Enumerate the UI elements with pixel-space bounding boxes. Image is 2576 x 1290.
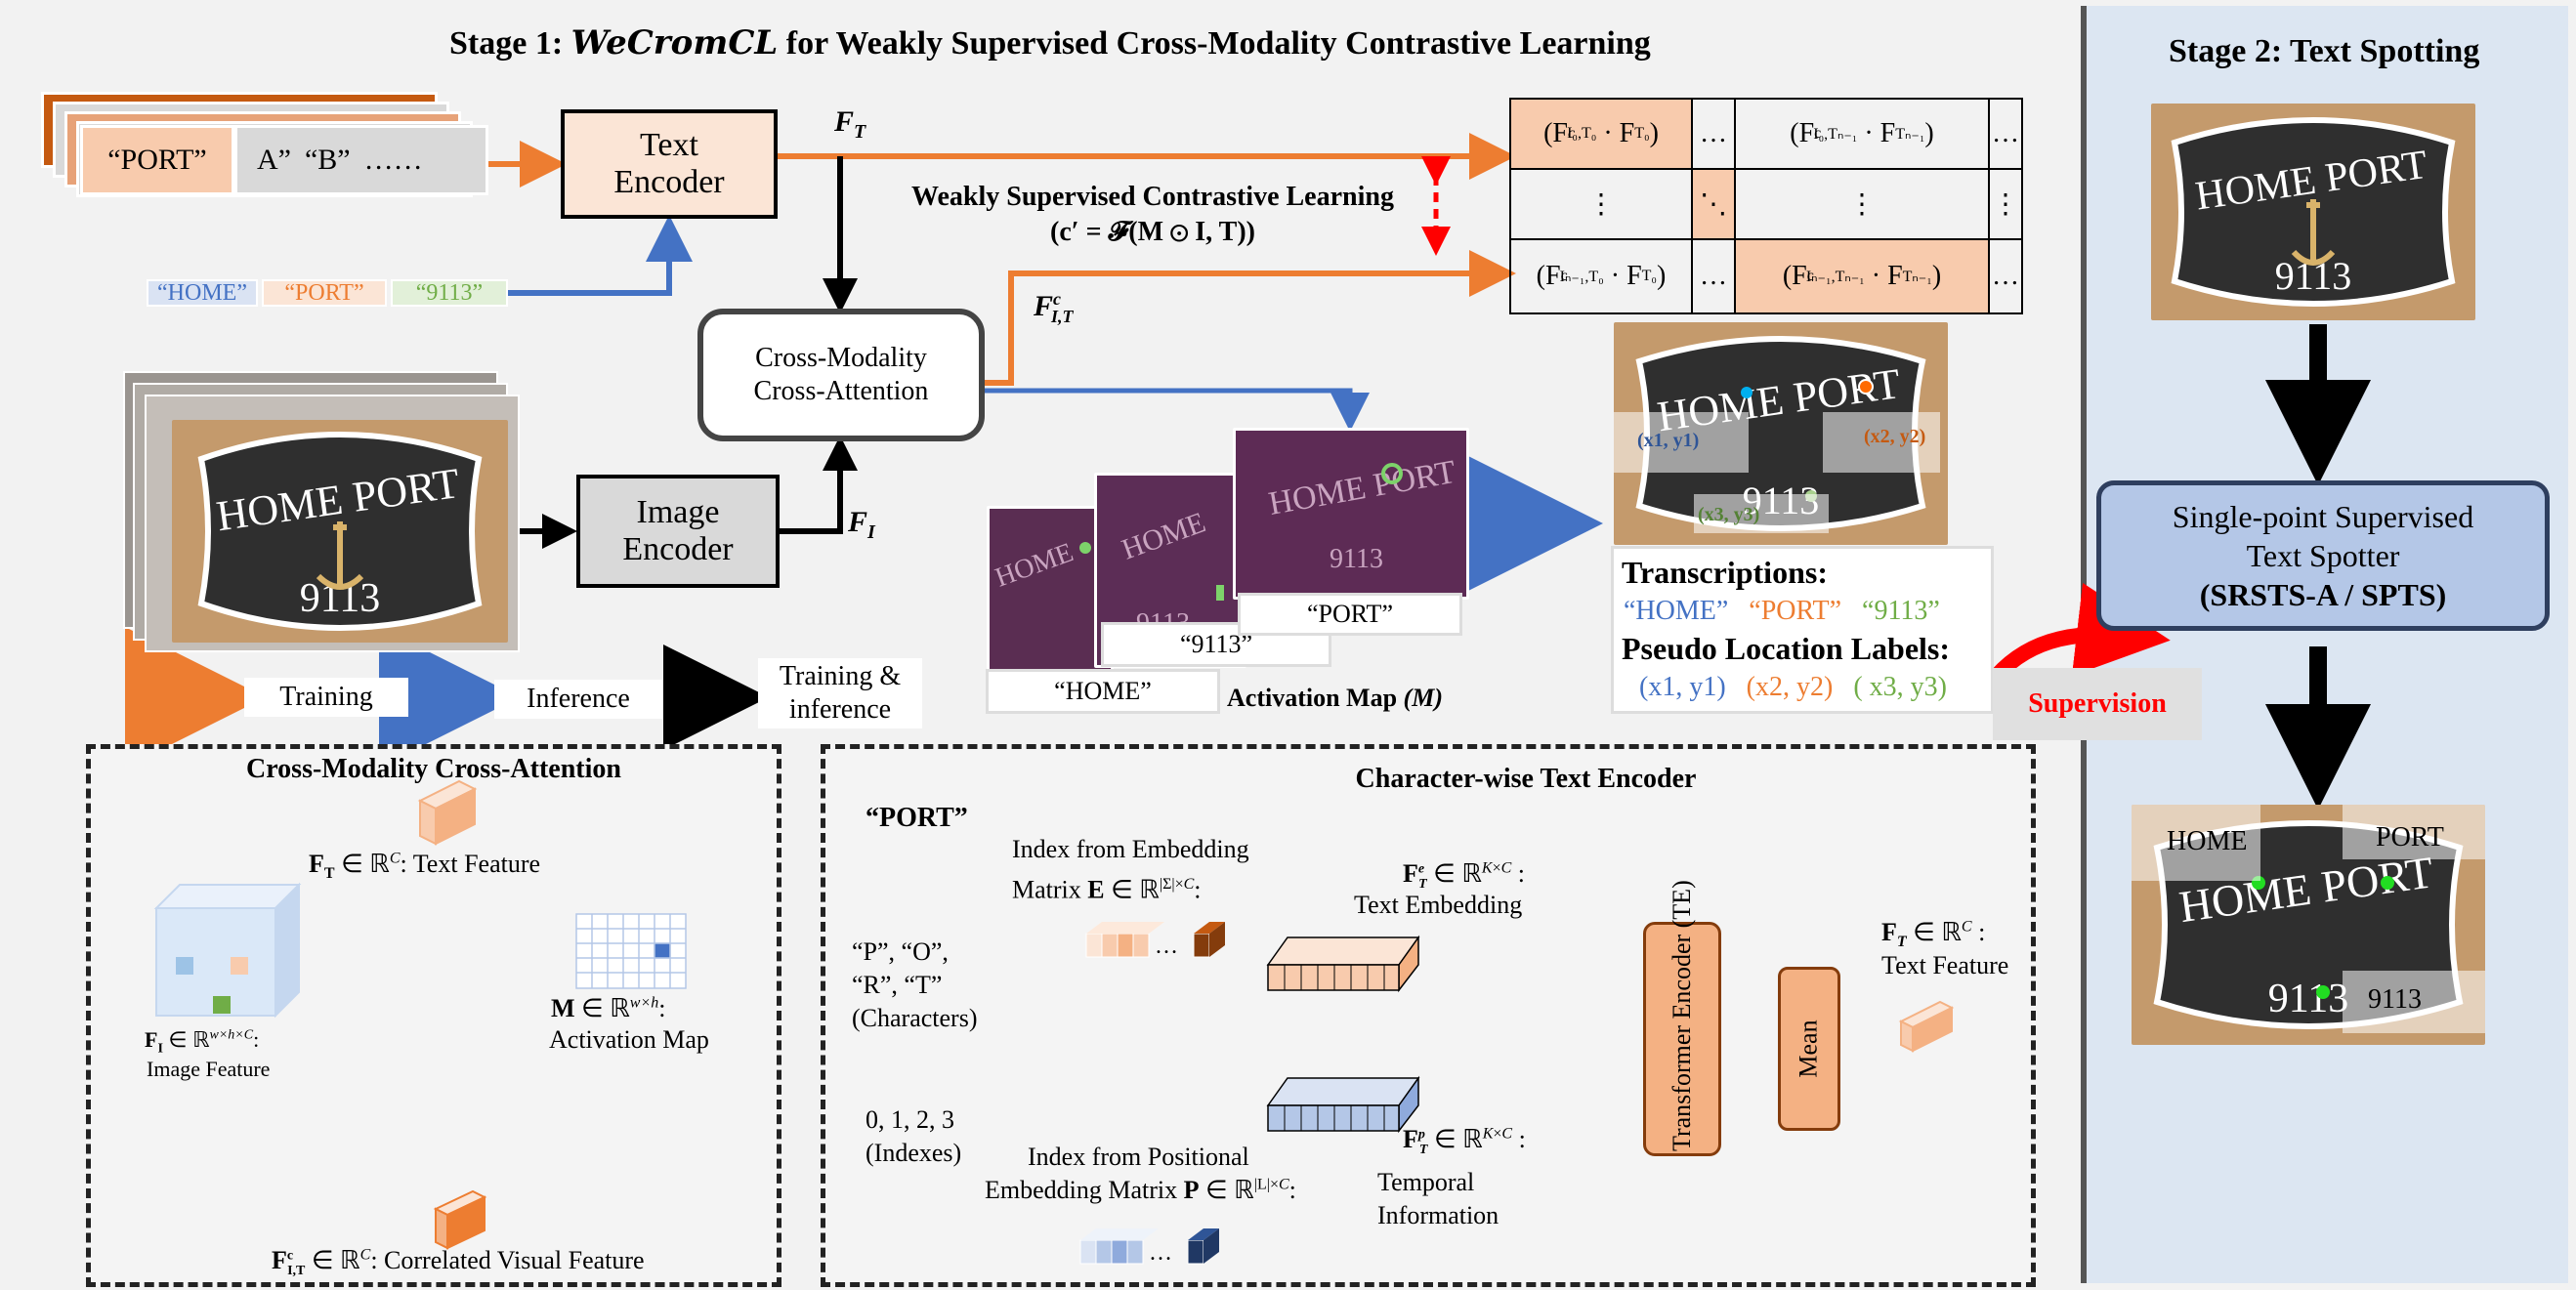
svg-text:9113: 9113 — [1330, 544, 1383, 574]
pseudo-location-heading: Pseudo Location Labels: — [1622, 631, 1951, 666]
label-ft: FT — [834, 105, 866, 143]
cmca-fi-desc: Image Feature — [147, 1057, 271, 1081]
svg-text:9113: 9113 — [2268, 977, 2348, 1021]
cmca-fi-label: FI ∈ ℝw×h×C: — [145, 1027, 260, 1057]
cwte-port: “PORT” — [866, 803, 968, 833]
temporal-block-icon — [1266, 1075, 1420, 1134]
cmca-title: Cross-Modality Cross-Attention — [246, 754, 621, 784]
cell-r2c3: … — [1988, 238, 2023, 314]
single-point-text-spotter: Single-point Supervised Text Spotter (SR… — [2096, 480, 2550, 631]
svg-text:…: … — [1149, 1240, 1172, 1266]
cwte-pos-index: Index from Positional — [1028, 1143, 1249, 1171]
method-name: WeCromCL — [570, 23, 779, 62]
svg-text:…: … — [1155, 934, 1178, 959]
transcriptions-values: “HOME” “PORT” “9113” — [1624, 596, 1940, 626]
arrow-cross-to-activation — [985, 388, 1370, 432]
stage2-input-image: HOME PORT 9113 — [2151, 104, 2475, 320]
text-embedding-block-icon — [1266, 935, 1420, 993]
cwte-pos-matrix: Embedding Matrix P ∈ ℝ|L|×C: — [985, 1176, 1296, 1204]
text-feature-output-icon — [1898, 1000, 1955, 1053]
legend-inference: Inference — [494, 680, 662, 719]
word-home: “HOME” — [147, 279, 258, 307]
cmca-fit-label: FcI,T ∈ ℝC: Correlated Visual Feature — [272, 1246, 645, 1279]
cell-r1c1: ⋱ — [1691, 168, 1736, 240]
pseudo-point-2: (x2, y2) — [1864, 426, 1926, 447]
mean-block: Mean — [1778, 967, 1840, 1131]
activation-label-port: “PORT” — [1241, 596, 1459, 633]
stack-word-rest: A”“B”…… — [234, 125, 488, 195]
contrastive-title: Weakly Supervised Contrastive Learning — [911, 182, 1394, 212]
activation-map-label: Activation Map (M) — [1227, 684, 1443, 712]
arrow-fit-to-matrix — [985, 250, 1516, 386]
cwte-text-embedding: Text Embedding — [1354, 891, 1523, 919]
activation-map-grid-icon — [575, 913, 687, 989]
cwte-text-embedding-sym: FeT ∈ ℝK×C : — [1403, 859, 1526, 893]
arrow-words-to-encoder — [508, 215, 693, 296]
image-feature-cube-icon — [153, 882, 302, 1019]
activation-label-home: “HOME” — [989, 672, 1217, 711]
positional-matrix-icon: … — [1079, 1228, 1219, 1266]
text-stack: “PORT” A”“B”…… — [41, 92, 490, 199]
result-label-home: HOME — [2167, 826, 2248, 856]
pseudo-label-image: HOME PORT 9113 — [1614, 322, 1948, 545]
label-fi: FI — [848, 506, 875, 543]
cmca-m-desc: Activation Map — [549, 1025, 709, 1054]
cell-r0c3: … — [1988, 98, 2023, 170]
stage2-result-image: HOME PORT 9113 — [2132, 805, 2485, 1045]
stage1-title: Stage 1: WeCromCL for Weakly Supervised … — [449, 23, 1651, 62]
cwte-emb-index: Index from Embedding Matrix E ∈ ℝ|Σ|×C: — [1012, 835, 1249, 904]
activation-map-home: HOME — [987, 506, 1114, 678]
transformer-encoder: Transformer Encoder (TE) — [1643, 880, 1721, 1156]
cwte-output-sym: FT ∈ ℝC : — [1881, 918, 1986, 951]
label-fit: FcI,T — [1034, 289, 1074, 326]
legend-training-inference: Training &inference — [758, 658, 922, 728]
legend-training: Training — [244, 678, 408, 717]
cwte-title: Character-wise Text Encoder — [1355, 764, 1697, 794]
cmca-ft-label: FT ∈ ℝC: Text Feature — [309, 850, 541, 883]
pseudo-point-3: (x3, y3) — [1698, 504, 1760, 525]
text-feature-cube-icon — [417, 779, 478, 846]
stack-word-port: “PORT” — [80, 125, 234, 195]
result-label-port: PORT — [2376, 822, 2444, 853]
supervision-arrow — [1991, 582, 2171, 682]
correlated-feature-cube-icon — [433, 1189, 487, 1250]
input-image: HOME PORT 9113 — [172, 420, 508, 643]
pseudo-location-values: (x1, y1) (x2, y2) ( x3, y3) — [1639, 672, 1947, 702]
contrastive-formula: (c′ = 𝓕(M ⊙ I, T)) — [1050, 217, 1255, 247]
cmca-m-label: M ∈ ℝw×h: — [551, 994, 666, 1022]
arrow-imgenc-to-cross — [780, 436, 858, 534]
supervision-label: Supervision — [1993, 668, 2202, 740]
cwte-temporal-sym: FpT ∈ ℝK×C : — [1403, 1125, 1526, 1158]
cwte-chars: “P”, “O”,“R”, “T”(Characters) — [852, 937, 978, 1032]
cwte-output-desc: Text Feature — [1881, 951, 2009, 979]
pseudo-label-box: Transcriptions: “HOME” “PORT” “9113” Pse… — [1614, 549, 1991, 711]
result-label-9113: 9113 — [2368, 984, 2422, 1015]
pseudo-point-1: (x1, y1) — [1637, 430, 1700, 451]
word-port: “PORT” — [262, 279, 387, 307]
transcriptions-heading: Transcriptions: — [1622, 555, 1828, 590]
word-9113: “9113” — [391, 279, 508, 307]
stage2-title: Stage 2: Text Spotting — [2169, 33, 2480, 69]
embedding-matrix-icon: … — [1085, 922, 1225, 959]
cwte-indexes: 0, 1, 2, 3(Indexes) — [866, 1105, 962, 1167]
